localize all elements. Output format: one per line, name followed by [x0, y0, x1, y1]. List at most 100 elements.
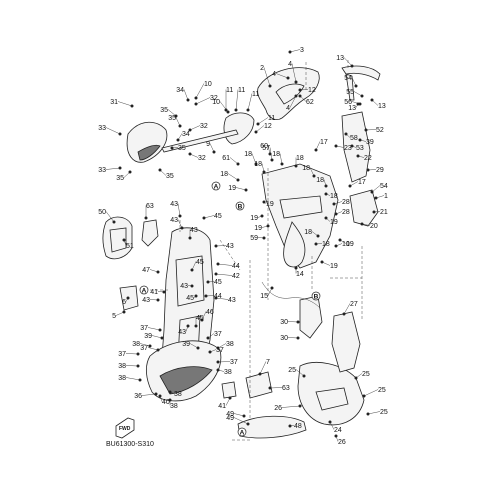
callout-number-35: 35: [168, 115, 176, 122]
fastener-marker: [256, 122, 260, 126]
fastener-marker: [174, 114, 178, 118]
fastener-marker: [156, 348, 160, 352]
callout-number-43: 43: [190, 227, 198, 234]
callout-number-51: 51: [126, 243, 134, 250]
callout-leader-line: [189, 343, 199, 349]
callout-number-62: 62: [306, 99, 314, 106]
lower-trim-part: [237, 415, 307, 439]
callout-leader-line: [263, 67, 271, 87]
fastener-marker: [258, 372, 262, 376]
callout-number-30: 30: [280, 335, 288, 342]
callout-number-38: 38: [132, 341, 140, 348]
fastener-marker: [338, 238, 342, 242]
callout-number-32: 32: [210, 95, 218, 102]
fastener-marker: [144, 216, 148, 220]
callout-number-57: 57: [262, 145, 270, 152]
callout-number-11: 11: [268, 115, 275, 122]
callout-number-35: 35: [166, 173, 174, 180]
callout-number-1: 1: [384, 193, 388, 200]
fastener-marker: [314, 242, 318, 246]
fastener-marker: [214, 272, 218, 276]
callout-number-12: 12: [308, 87, 316, 94]
callout-number-18: 18: [220, 171, 228, 178]
callout-number-19: 19: [228, 185, 236, 192]
callout-leader-line: [217, 263, 233, 266]
fastener-marker: [136, 352, 140, 356]
reference-marker-ring: [311, 291, 321, 301]
callout-number-25: 25: [380, 409, 388, 416]
fastener-marker: [366, 412, 370, 416]
callout-number-35: 35: [116, 175, 124, 182]
fastener-marker: [194, 102, 198, 106]
callout-number-14: 14: [296, 271, 304, 278]
fastener-marker: [354, 84, 358, 88]
fastener-marker: [194, 324, 198, 328]
callout-leader-line: [217, 343, 227, 349]
callout-number-15: 15: [260, 293, 268, 300]
callout-number-37: 37: [140, 345, 148, 352]
fastener-marker: [324, 192, 328, 196]
callout-number-50: 50: [98, 209, 106, 216]
callout-number-61: 61: [222, 155, 230, 162]
fastener-marker: [216, 346, 220, 350]
fastener-marker: [356, 154, 360, 158]
fastener-marker: [214, 244, 218, 248]
callout-number-39: 39: [182, 341, 190, 348]
fastener-marker: [246, 108, 250, 112]
callout-leader-line: [247, 93, 253, 111]
fastener-marker: [206, 336, 210, 340]
diagram-code: BU61300-S310: [106, 441, 154, 448]
callout-number-22: 22: [364, 155, 372, 162]
fastener-marker: [246, 422, 250, 426]
callout-number-63: 63: [146, 203, 154, 210]
reference-marker-letter: A: [214, 183, 219, 190]
callout-number-54: 54: [344, 75, 352, 82]
fastener-marker: [328, 420, 332, 424]
fastener-marker: [298, 404, 302, 408]
fastener-marker: [122, 310, 126, 314]
reference-marker-letter: B: [314, 293, 319, 300]
callout-leader-line: [189, 125, 201, 131]
fastener-marker: [280, 162, 284, 166]
callout-number-10: 10: [342, 241, 350, 248]
fastener-marker: [270, 286, 274, 290]
callout-number-32: 32: [200, 123, 208, 130]
fastener-marker: [212, 150, 216, 154]
fastener-marker: [154, 392, 158, 396]
callout-number-18: 18: [316, 177, 324, 184]
fastener-marker: [206, 280, 210, 284]
fastener-marker: [298, 88, 302, 92]
callout-number-27: 27: [350, 301, 358, 308]
fastener-marker: [202, 216, 206, 220]
callout-number-45: 45: [214, 213, 222, 220]
fastener-marker: [358, 102, 362, 106]
callout-leader-line: [105, 127, 121, 135]
callout-number-52: 52: [376, 127, 384, 134]
fastener-marker: [314, 148, 318, 152]
callout-leader-line: [141, 393, 157, 396]
callout-leader-line: [349, 181, 359, 187]
callout-number-46: 46: [206, 309, 214, 316]
callout-number-41: 41: [218, 403, 226, 410]
callout-number-55: 55: [346, 89, 354, 96]
fastener-marker: [158, 394, 162, 398]
callout-leader-line: [167, 109, 177, 117]
callout-leader-line: [315, 141, 321, 151]
callout-leaders: [105, 49, 385, 442]
fastener-marker: [216, 360, 220, 364]
reference-marker-A: A: [237, 427, 247, 437]
callout-leader-line: [251, 153, 257, 165]
callout-leader-line: [175, 117, 181, 127]
fastener-marker: [332, 202, 336, 206]
callout-number-18: 18: [296, 155, 304, 162]
callout-number-37: 37: [230, 359, 238, 366]
fastener-marker: [294, 94, 298, 98]
fastener-marker: [262, 170, 266, 174]
fastener-marker: [324, 184, 328, 188]
fastener-marker: [226, 110, 230, 114]
callout-number-43: 43: [226, 243, 234, 250]
fastener-marker: [334, 144, 338, 148]
fastener-marker: [254, 162, 258, 166]
callout-leader-line: [215, 245, 227, 247]
